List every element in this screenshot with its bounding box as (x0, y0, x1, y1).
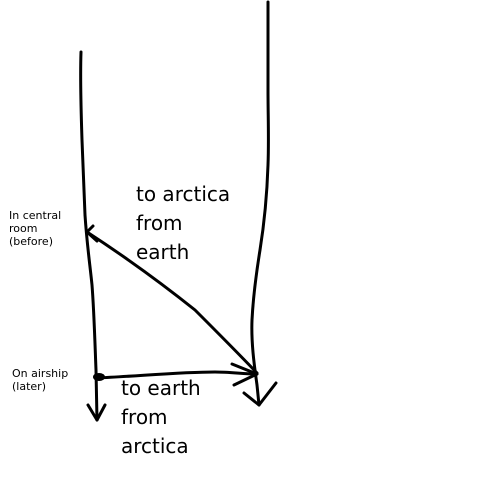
label-before: In central room (before) (9, 209, 62, 248)
arrow-to-earth-head (230, 362, 259, 387)
arrow-to-arctica-from-earth (85, 230, 259, 375)
label-to-arctica-from-earth: to arctica from earth (136, 182, 231, 264)
event-dot-airship (93, 373, 105, 381)
label-later: On airship (later) (12, 367, 69, 393)
right-worldline-arrowhead (242, 381, 278, 407)
arrow-to-arctica-head (85, 224, 99, 243)
left-worldline (79, 50, 99, 422)
right-worldline (250, 0, 270, 407)
arrow-to-earth-from-arctica (95, 370, 259, 380)
left-worldline-arrowhead (86, 403, 107, 422)
label-to-earth-from-arctica: to earth from arctica (121, 376, 201, 458)
